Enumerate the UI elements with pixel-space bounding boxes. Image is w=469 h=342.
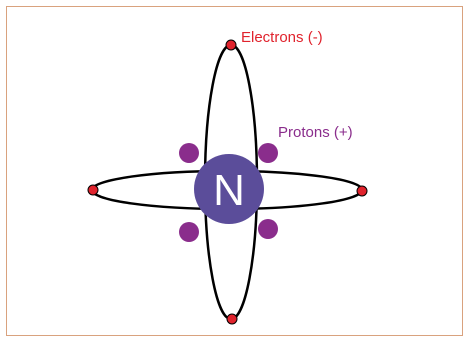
electron: [226, 313, 238, 325]
electron: [87, 184, 99, 196]
nucleus-symbol: N: [213, 166, 245, 215]
electron: [356, 185, 368, 197]
proton: [258, 143, 278, 163]
proton: [258, 219, 278, 239]
electrons-label: Electrons (-): [241, 29, 323, 46]
electron: [225, 39, 237, 51]
nucleus: [194, 154, 264, 224]
diagram-frame: [6, 6, 463, 336]
proton: [179, 143, 199, 163]
proton: [179, 222, 199, 242]
protons-label: Protons (+): [278, 124, 353, 141]
